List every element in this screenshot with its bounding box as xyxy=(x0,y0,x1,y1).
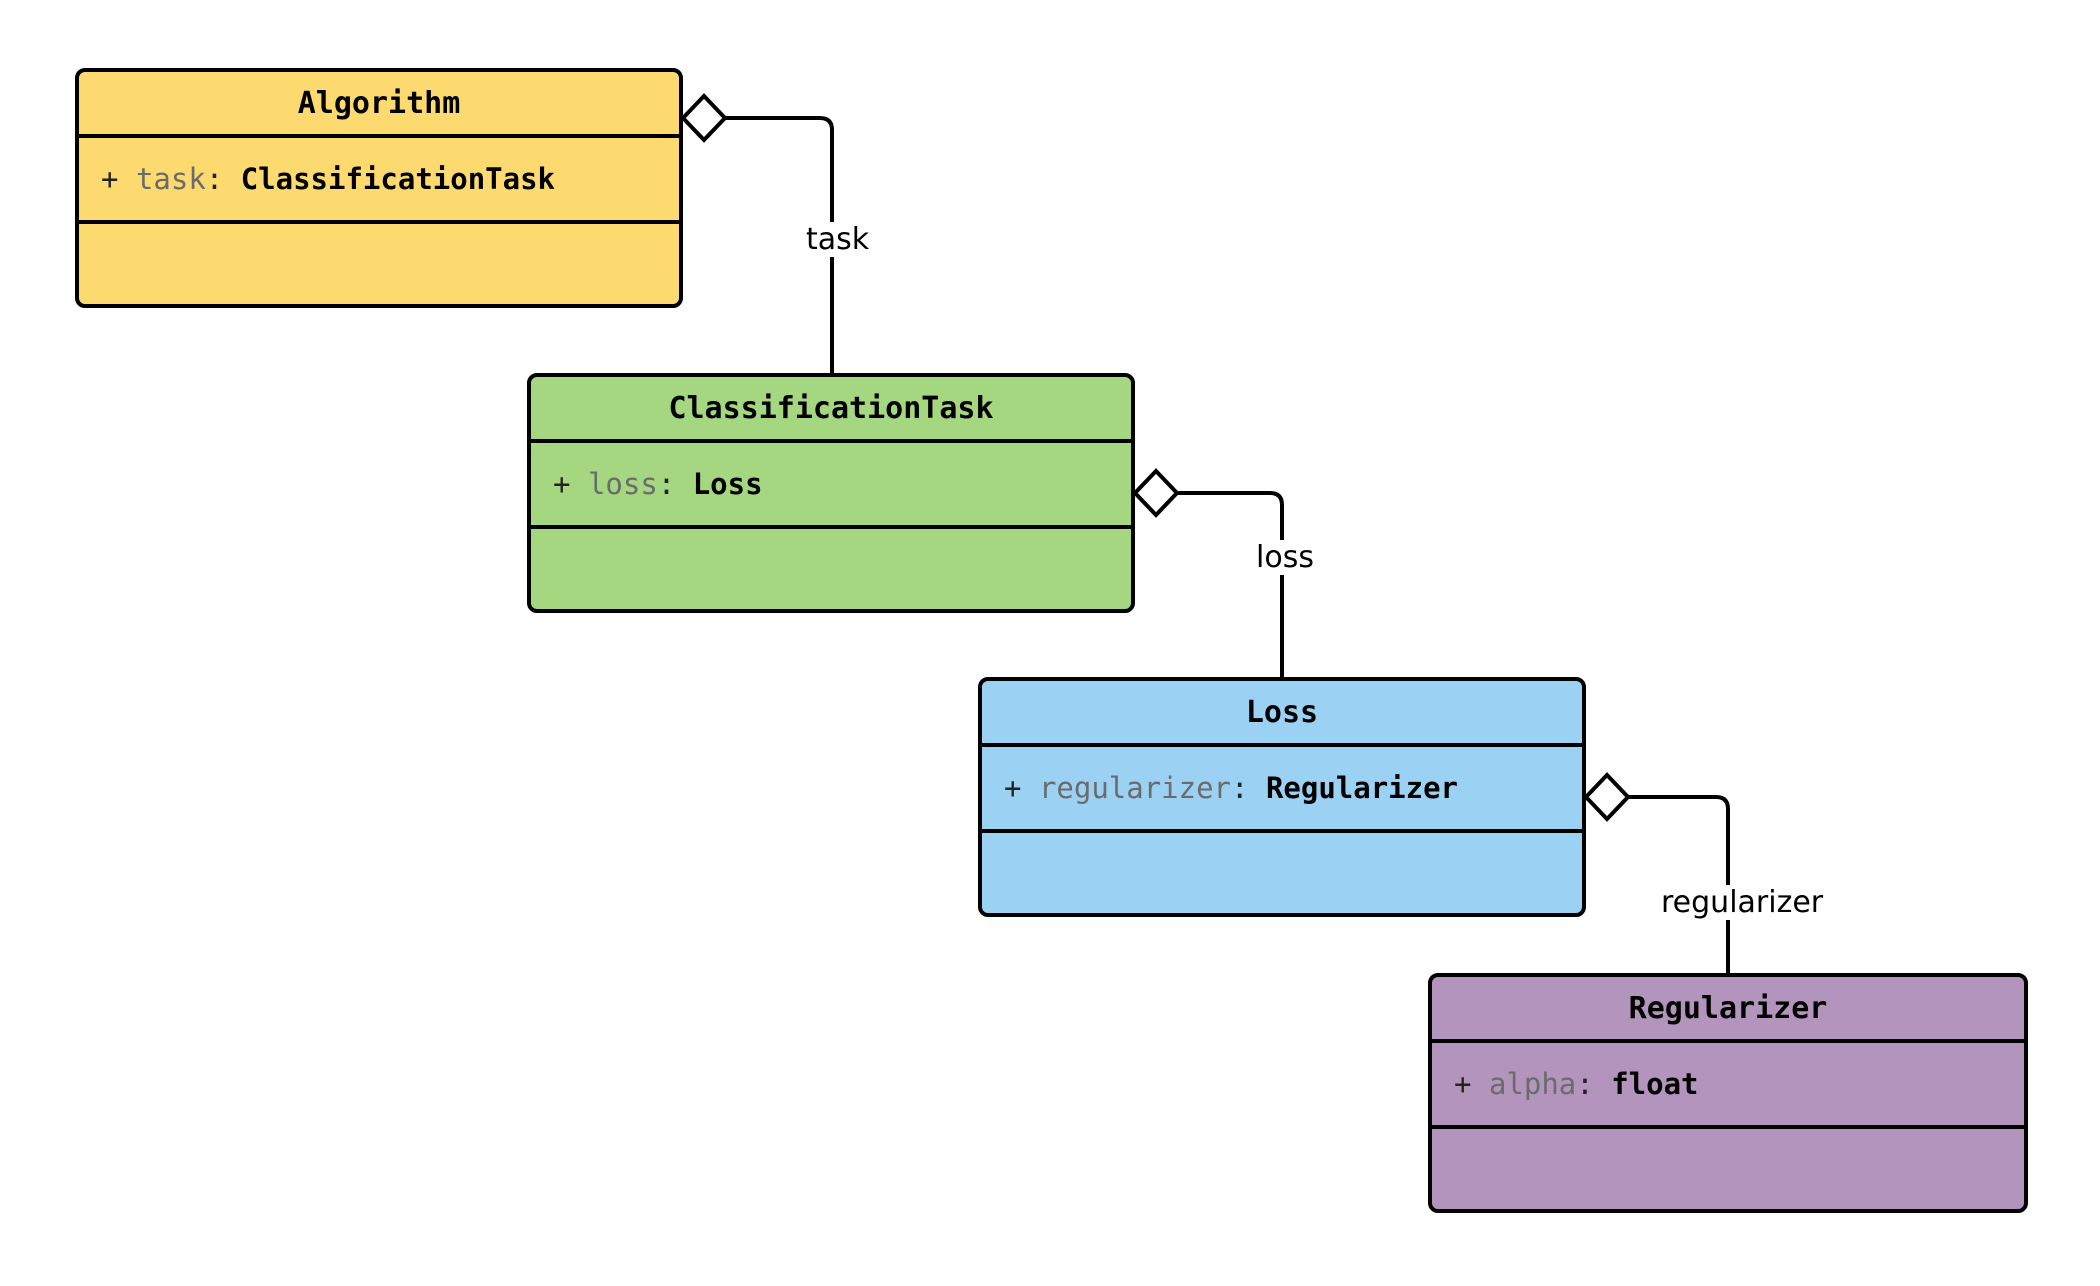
edge-label-loss: loss xyxy=(1250,540,1320,575)
attribute-separator: : xyxy=(1231,771,1249,805)
class-attribute-row: + loss : Loss xyxy=(531,443,1131,529)
class-name-classification-task: ClassificationTask xyxy=(531,377,1131,443)
class-methods-section-loss xyxy=(982,833,1582,913)
attribute-type: ClassificationTask xyxy=(240,162,555,196)
attribute-type: float xyxy=(1611,1067,1699,1101)
relationship-loss-regularizer xyxy=(1583,772,1730,973)
uml-class-algorithm[interactable]: Algorithm + task : ClassificationTask xyxy=(75,68,683,308)
class-attribute-row: + alpha : float xyxy=(1432,1043,2024,1129)
class-methods-section-algorithm xyxy=(79,224,679,304)
class-name-regularizer: Regularizer xyxy=(1432,977,2024,1043)
aggregation-diamond-task xyxy=(680,93,728,143)
edge-label-task: task xyxy=(800,222,876,257)
class-name-algorithm: Algorithm xyxy=(79,72,679,138)
aggregation-diamond-loss xyxy=(1132,468,1180,518)
class-attribute-row: + regularizer : Regularizer xyxy=(982,747,1582,833)
attribute-separator: : xyxy=(1576,1067,1594,1101)
class-methods-section-classification-task xyxy=(531,529,1131,609)
attribute-separator: : xyxy=(657,467,676,501)
attribute-type: Regularizer xyxy=(1265,771,1458,805)
edge-label-regularizer: regularizer xyxy=(1655,885,1830,920)
aggregation-diamond-regularizer xyxy=(1583,772,1631,822)
edge-path-loss xyxy=(1177,491,1284,677)
class-methods-section-regularizer xyxy=(1432,1129,2024,1209)
class-attribute-row: + task : ClassificationTask xyxy=(79,138,679,224)
attribute-name: task xyxy=(135,162,206,196)
attribute-visibility: + xyxy=(1004,771,1022,805)
attribute-name: alpha xyxy=(1488,1067,1577,1101)
attribute-visibility: + xyxy=(553,467,571,501)
uml-class-regularizer[interactable]: Regularizer + alpha : float xyxy=(1428,973,2028,1213)
attribute-name: loss xyxy=(587,467,658,501)
attribute-type: Loss xyxy=(692,467,763,501)
uml-class-classification-task[interactable]: ClassificationTask + loss : Loss xyxy=(527,373,1135,613)
attribute-separator: : xyxy=(205,162,224,196)
attribute-visibility: + xyxy=(1454,1067,1472,1101)
uml-class-loss[interactable]: Loss + regularizer : Regularizer xyxy=(978,677,1586,917)
class-name-loss: Loss xyxy=(982,681,1582,747)
attribute-visibility: + xyxy=(101,162,119,196)
attribute-name: regularizer xyxy=(1038,771,1231,805)
